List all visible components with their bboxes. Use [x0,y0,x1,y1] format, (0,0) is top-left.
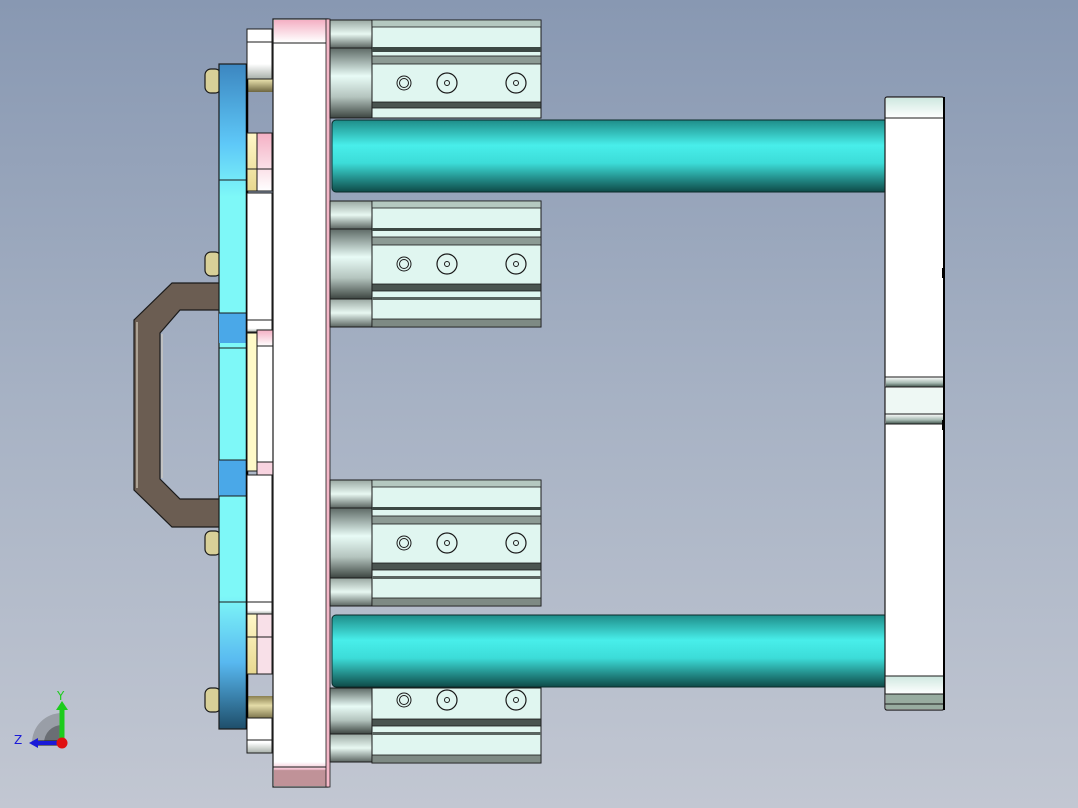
front-plate[interactable] [218,63,249,730]
coordinate-triad: Y Z [14,689,68,749]
z-axis-label: Z [14,733,22,747]
handle[interactable] [133,282,221,528]
cylinder-block-4[interactable] [329,687,542,764]
cylinder-block-3[interactable] [329,479,542,607]
cylinder-block-2[interactable] [329,200,542,328]
guide-rod-bottom[interactable] [331,614,889,688]
end-plate[interactable] [884,96,945,711]
main-plate[interactable] [272,18,331,788]
guide-rod-top[interactable] [331,119,889,193]
cylinder-block-1[interactable] [329,19,542,119]
y-axis-label: Y [56,689,65,703]
